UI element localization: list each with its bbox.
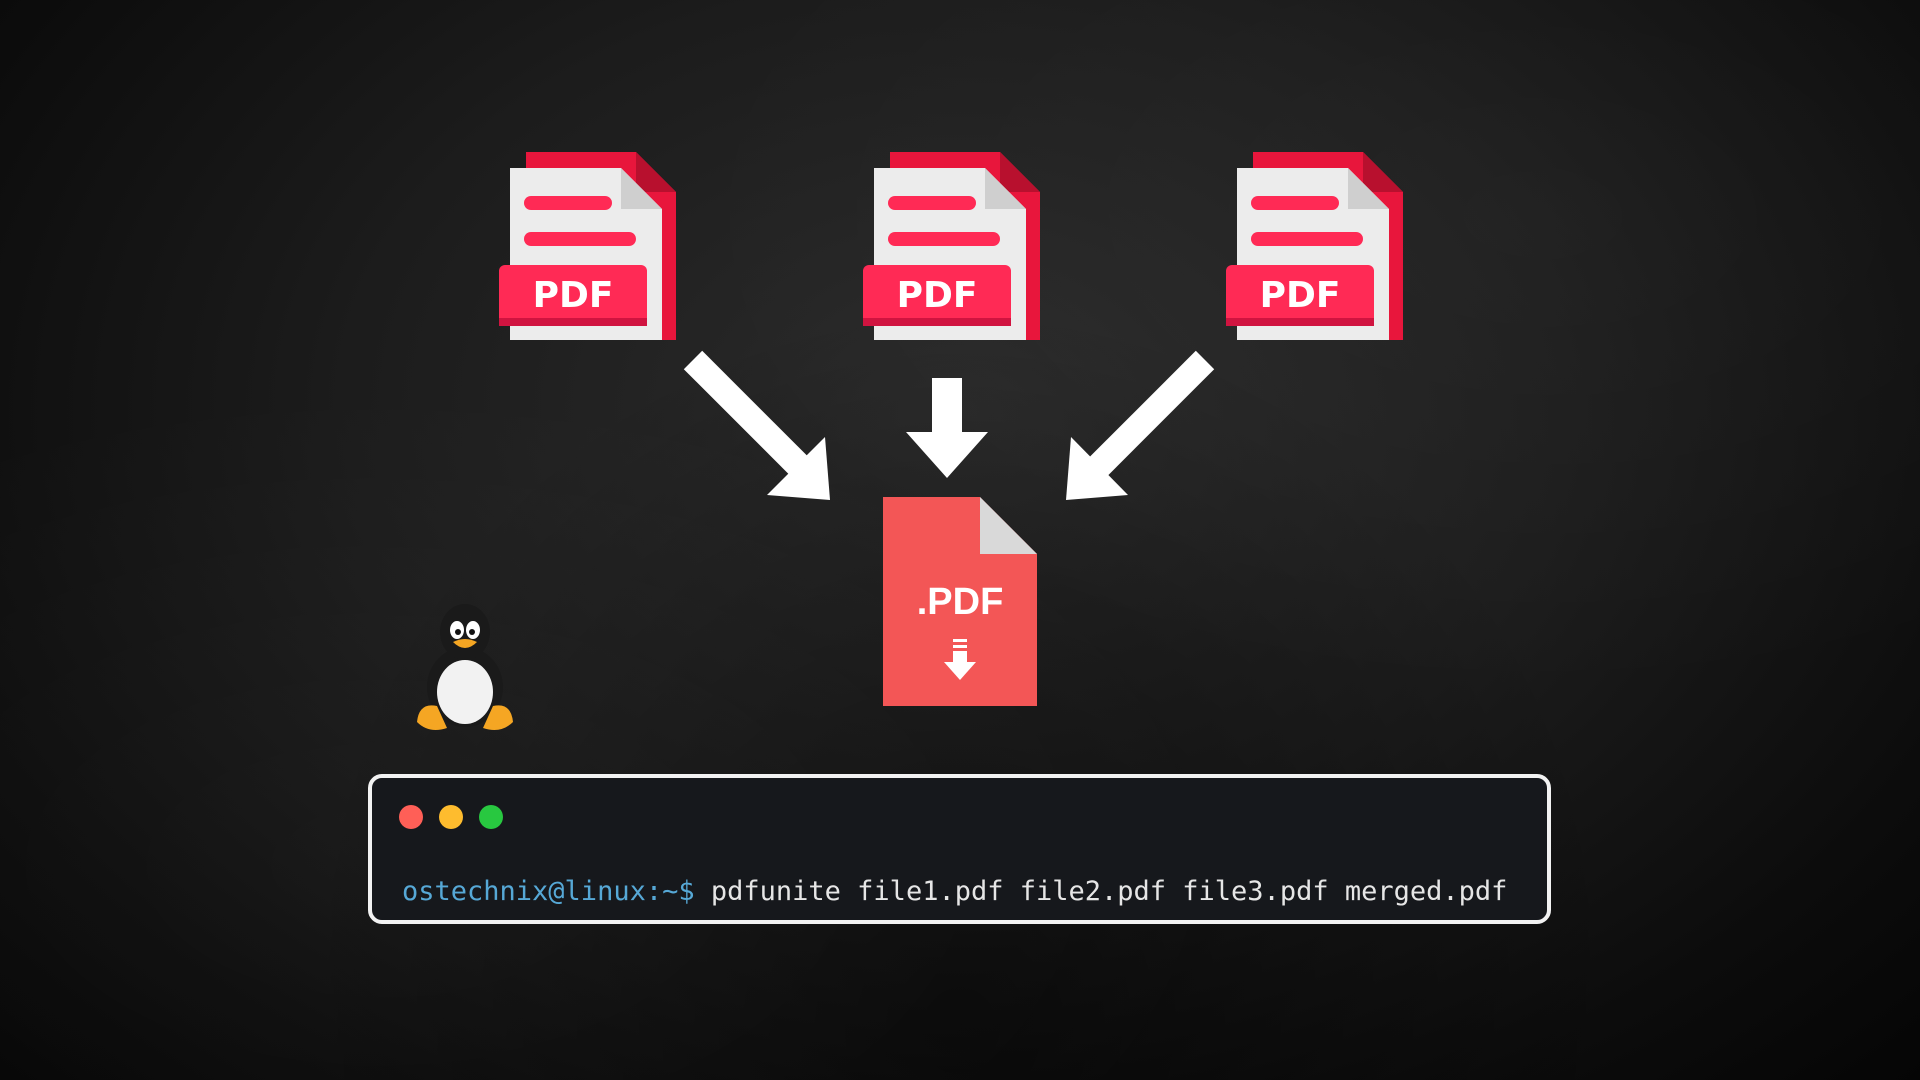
merged-pdf-icon: .PDF bbox=[883, 497, 1037, 706]
source-pdf-icon-1: PDF bbox=[496, 150, 676, 350]
pdf-badge-text: PDF bbox=[533, 275, 614, 316]
close-dot-icon[interactable] bbox=[399, 805, 423, 829]
arrow-icon-center bbox=[906, 378, 988, 478]
source-pdf-icon-3: PDF bbox=[1223, 150, 1403, 350]
terminal-prompt: ostechnix@linux:~$ bbox=[402, 876, 695, 907]
terminal-command: pdfunite file1.pdf file2.pdf file3.pdf m… bbox=[710, 876, 1508, 907]
pdf-badge-text: PDF bbox=[897, 275, 978, 316]
pdf-badge-text: PDF bbox=[1260, 275, 1341, 316]
tux-penguin-icon bbox=[415, 602, 515, 734]
maximize-dot-icon[interactable] bbox=[479, 805, 503, 829]
download-arrow-icon bbox=[944, 639, 976, 680]
arrow-icon-left bbox=[683, 350, 830, 500]
merged-pdf-label: .PDF bbox=[917, 581, 1004, 623]
arrow-icon-right bbox=[1066, 350, 1215, 500]
minimize-dot-icon[interactable] bbox=[439, 805, 463, 829]
source-pdf-icon-2: PDF bbox=[860, 150, 1040, 350]
command-line: ostechnix@linux:~$ pdfunite file1.pdf fi… bbox=[402, 878, 1507, 905]
terminal-window: ostechnix@linux:~$ pdfunite file1.pdf fi… bbox=[368, 774, 1551, 924]
